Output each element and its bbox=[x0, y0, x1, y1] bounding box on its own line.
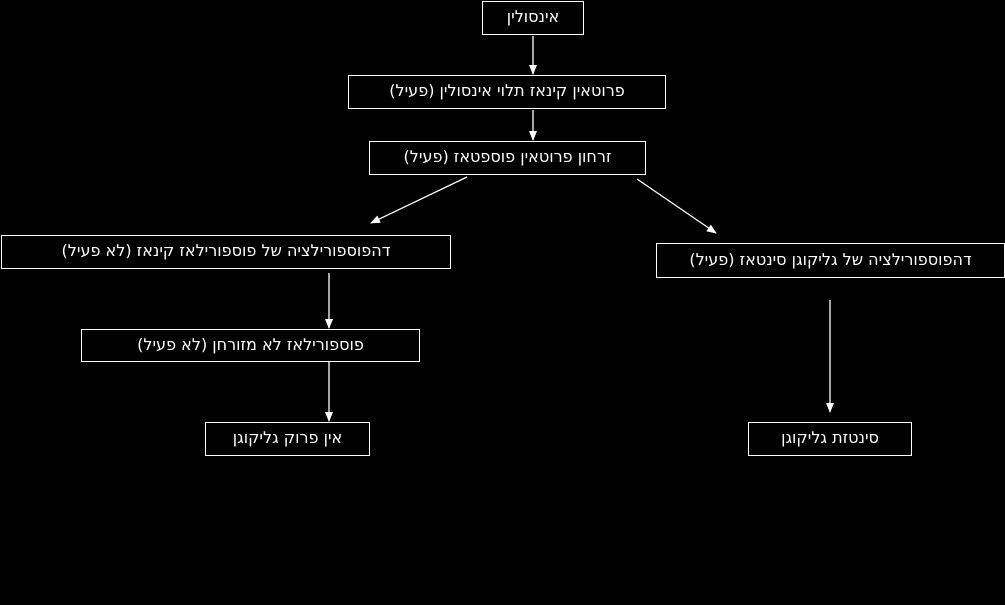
node-protein-phosphatase: זרחון פרוטאין פוספטאז (פעיל) bbox=[369, 141, 646, 175]
node-glycogen-synthesis: סינטזת גליקוגן bbox=[748, 422, 912, 456]
arrow-phosphatase-to-glycogen-synthase bbox=[636, 178, 717, 234]
node-phosphorylase-inactive: פוספורילאז לא מזורחן (לא פעיל) bbox=[81, 329, 420, 362]
node-protein-kinase: פרוטאין קינאז תלוי אינסולין (פעיל) bbox=[348, 75, 666, 109]
node-no-glycogen-breakdown: אין פרוק גליקוגן bbox=[205, 422, 370, 456]
node-insulin: אינסולין bbox=[482, 1, 584, 35]
node-dephosphorylation-phosphorylase-kinase: דהפוספורילציה של פוספורילאז קינאז (לא פע… bbox=[1, 235, 451, 269]
arrow-phosphatase-to-phosphorylase-kinase bbox=[370, 176, 468, 224]
node-dephosphorylation-glycogen-synthase: דהפוספורילציה של גליקוגן סינטאז (פעיל) bbox=[656, 243, 1005, 278]
